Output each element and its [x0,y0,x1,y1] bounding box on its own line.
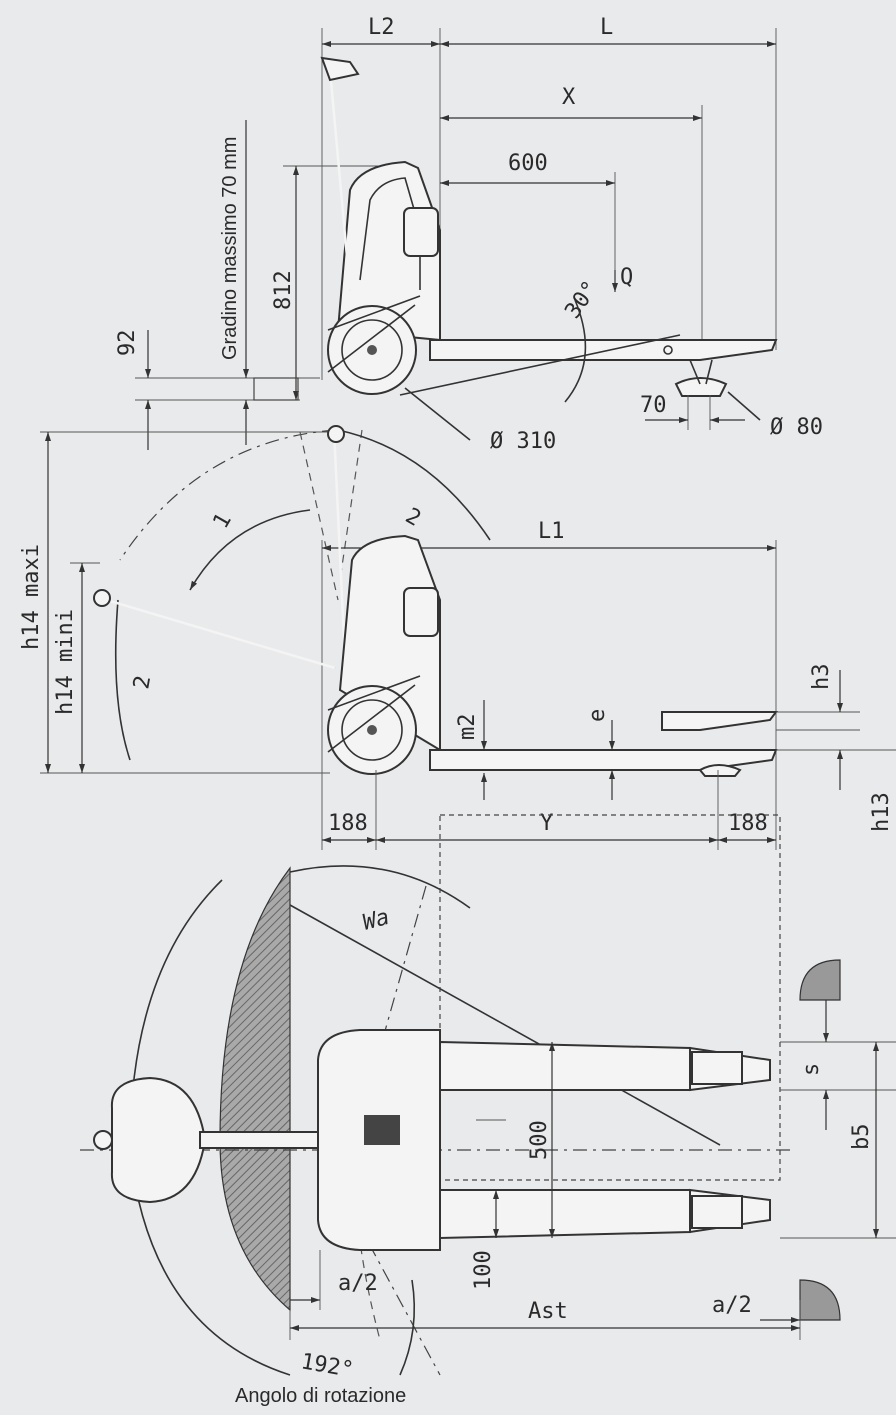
label-a2-right: a/2 [712,1293,752,1318]
label-h14-maxi: h14 maxi [19,544,44,650]
label-192-deg: 192° [299,1349,356,1383]
roller-2 [691,1195,743,1229]
tiller-arm-top [199,1131,325,1149]
label-188-left: 188 [328,811,368,836]
label-Wa: Wa [360,905,392,936]
label-70: 70 [640,393,667,418]
label-Q: Q [620,265,633,290]
wall-corner-bottom [799,1279,841,1321]
tiller-head [320,56,360,82]
control-panel [403,207,439,257]
tiller-view: h14 maxi h14 mini 1 2 2 L1 [19,425,896,850]
label-h14-mini: h14 mini [53,609,78,715]
side-view: L2 L X 600 Q 30° 812 92 Gradino massimo … [115,15,823,454]
label-arc-1: 1 [209,509,237,533]
roller-1 [691,1051,743,1085]
label-e: e [585,709,610,722]
label-d310: Ø 310 [490,429,556,454]
label-100: 100 [471,1250,496,1290]
fork-lowered [429,749,778,771]
tiller-handle-top [110,1076,207,1204]
label-812: 812 [271,270,296,310]
truck-housing [336,160,441,342]
wall-corner-top [799,959,841,1001]
label-30-deg: 30° [560,277,603,324]
label-b5: b5 [849,1124,874,1151]
label-m2: m2 [455,714,480,741]
label-Ast: Ast [528,1299,568,1324]
load-wheel [674,377,728,397]
step-block [253,377,299,401]
rotation-caption: Angolo di rotazione [235,1385,406,1407]
fork-top-2 [439,1189,691,1240]
tiller-knob-lowered [93,589,111,607]
pallet-outline [439,814,781,1181]
label-L1: L1 [538,519,565,544]
label-arc-2-left: 2 [129,674,156,691]
label-h13: h13 [869,792,894,832]
fork-side [429,339,778,361]
label-92: 92 [115,330,140,357]
label-500: 500 [527,1120,552,1160]
fork-raised [661,711,778,731]
label-X: X [562,85,576,110]
label-L2: L2 [368,15,395,40]
tiller-knob-upright [327,425,345,443]
label-600: 600 [508,151,548,176]
label-a2-left: a/2 [338,1271,378,1296]
label-L: L [600,15,613,40]
label-s: s [799,1063,824,1076]
label-d80: Ø 80 [770,415,823,440]
label-arc-2-right: 2 [401,504,425,532]
label-h3: h3 [809,664,834,691]
label-gradino: Gradino massimo 70 mm [219,137,241,360]
top-view: Wa 500 100 s b5 [80,814,896,1407]
wall-hatch [219,866,291,1312]
fork-top-1 [439,1040,691,1091]
label-Y: Y [540,811,553,836]
